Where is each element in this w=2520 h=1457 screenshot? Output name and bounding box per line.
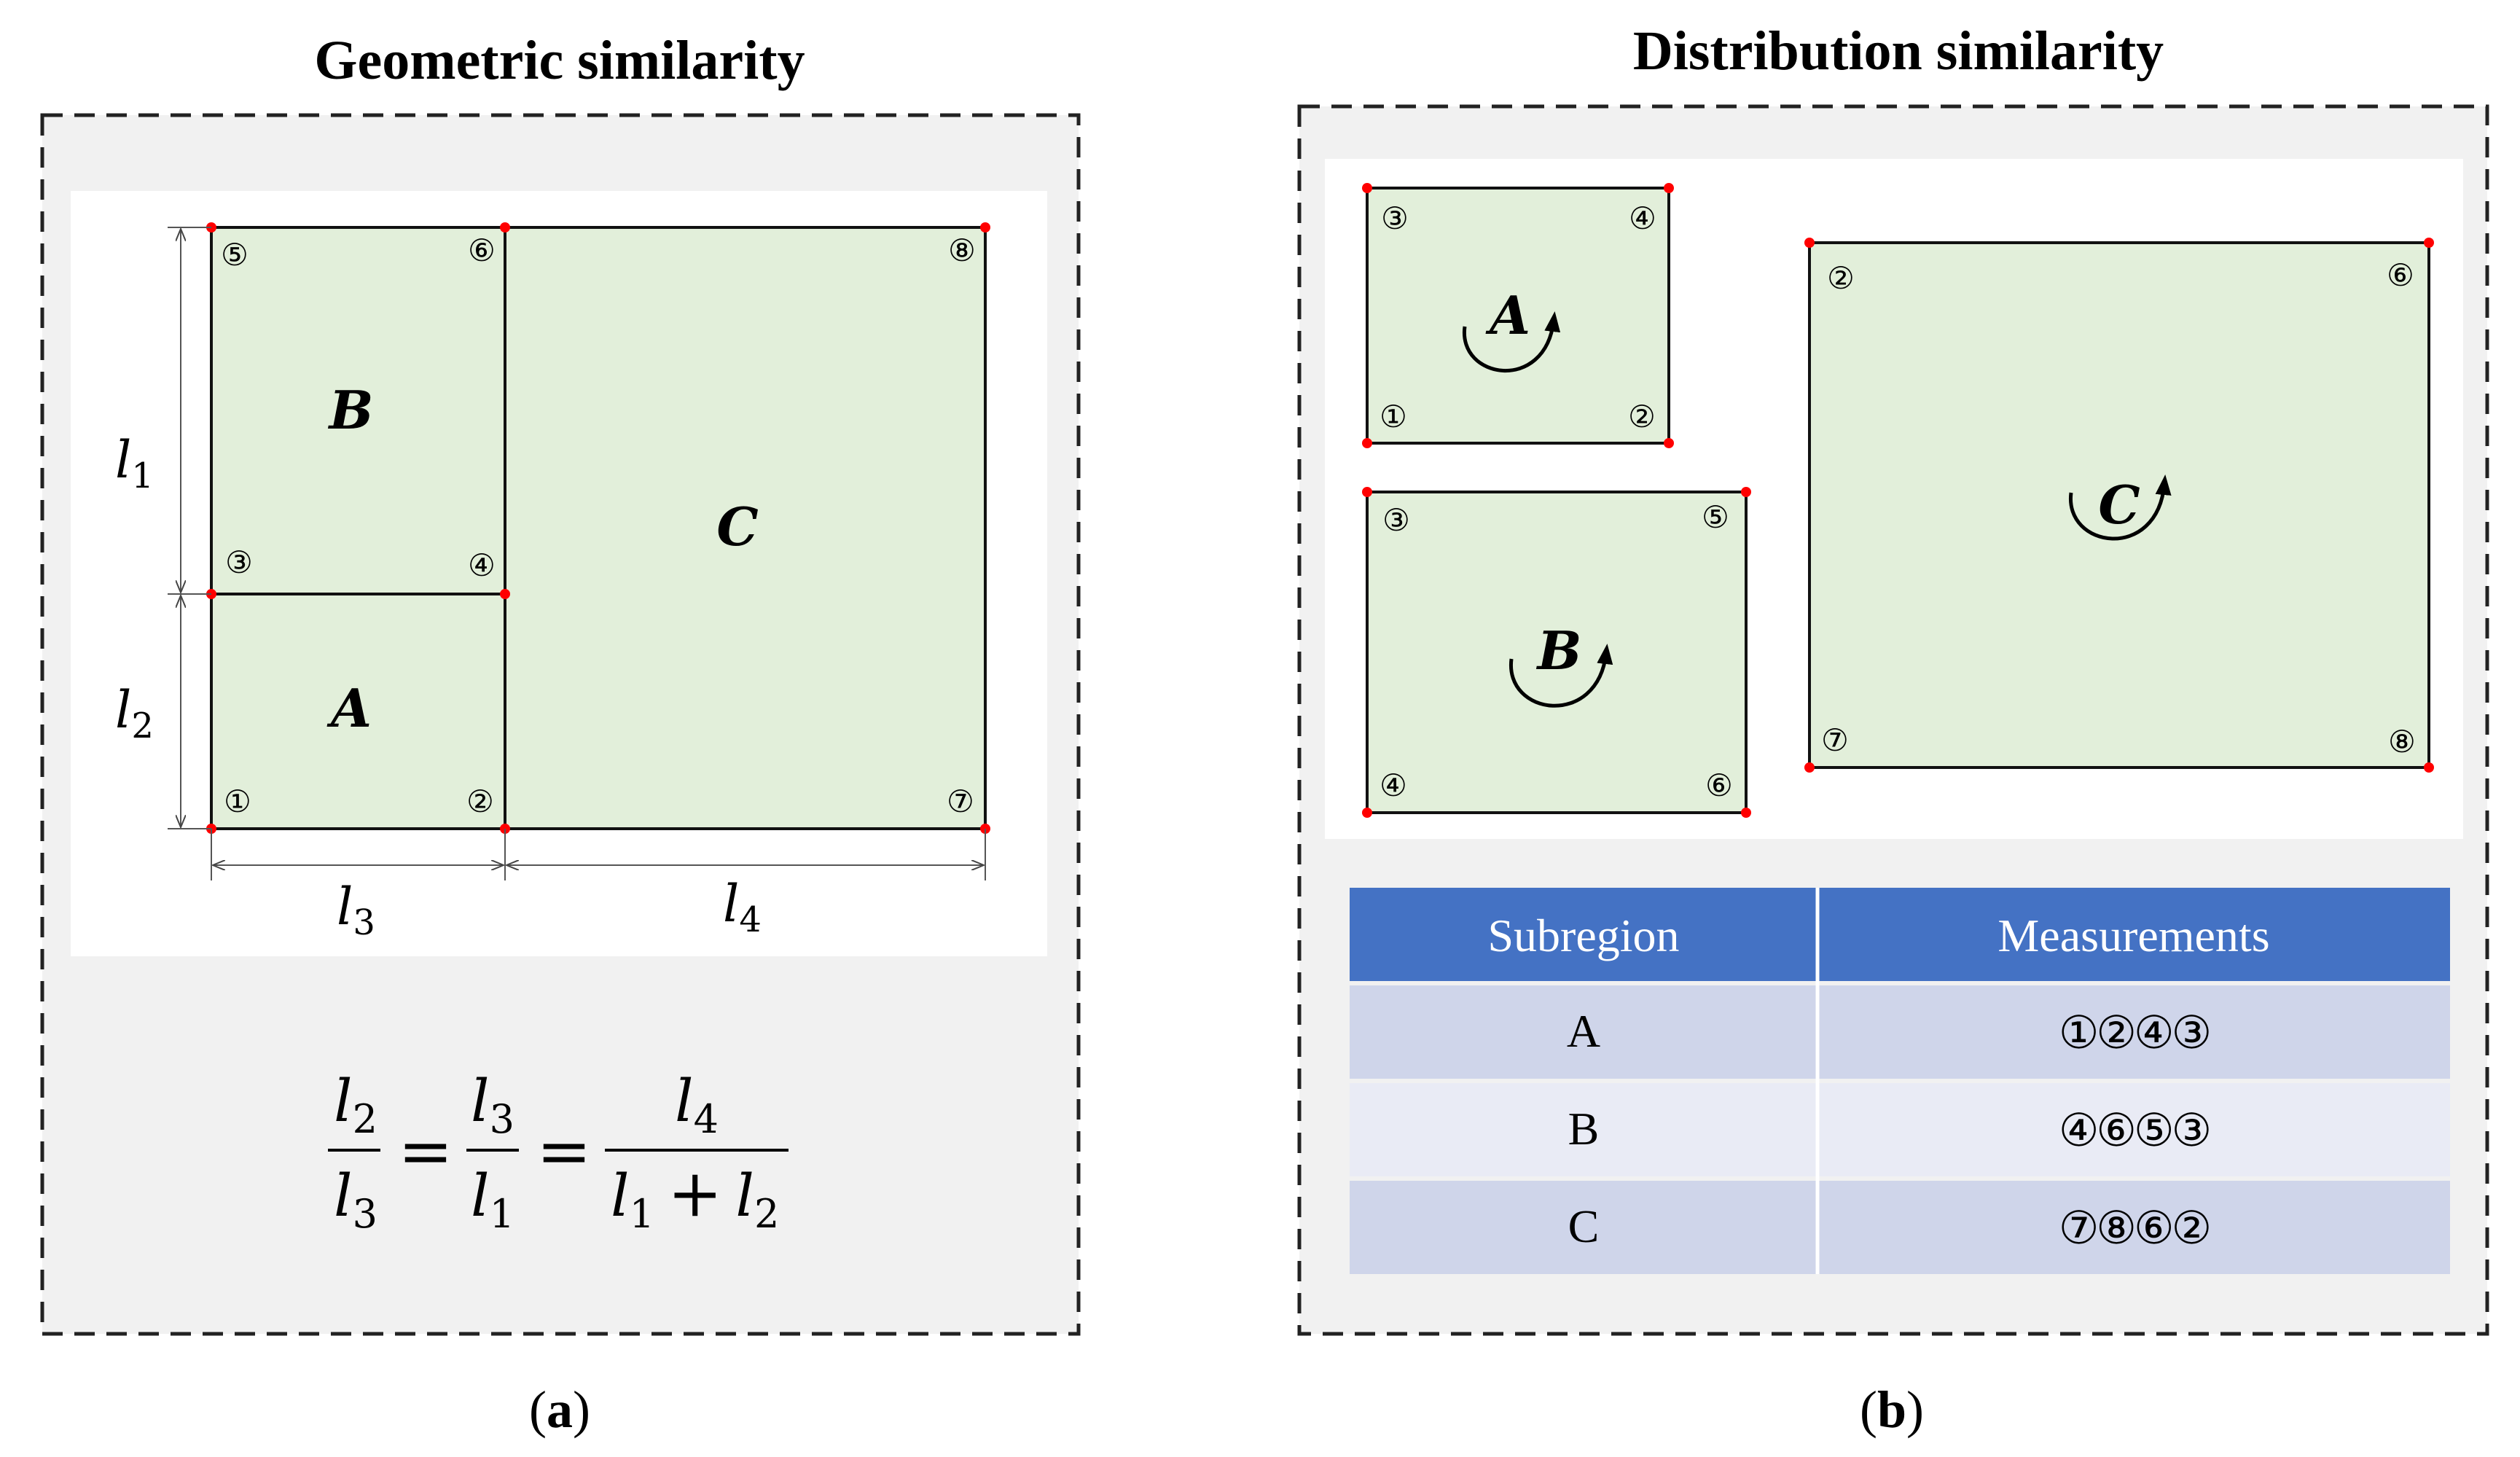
region-b-label: B	[328, 379, 374, 441]
eq-frac2-num: l3	[471, 1067, 514, 1142]
length-l3: l3	[337, 877, 375, 943]
table-cell-measurements: ①②④③	[2059, 1006, 2209, 1059]
corner-mark: ②	[1628, 399, 1656, 434]
region-b-label: B	[1536, 620, 1582, 681]
region-b	[1366, 491, 1748, 814]
rotation-arrow-icon	[1509, 644, 1613, 708]
corner-mark: ⑥	[468, 233, 496, 268]
table-row	[1350, 1181, 2450, 1274]
corner-mark: ①	[224, 784, 251, 819]
region-a	[210, 593, 506, 830]
corner-mark: ④	[1629, 200, 1656, 236]
panel-a-title: Geometric similarity	[314, 30, 805, 91]
corner-mark: ④	[468, 547, 496, 583]
eq-frac3-num: l4	[675, 1067, 719, 1142]
table-header-measurements: Measurements	[1997, 910, 2269, 961]
corner-mark: ⑦	[947, 784, 974, 819]
corner-mark: ⑧	[948, 233, 976, 268]
panel-b-title: Distribution similarity	[1633, 20, 2164, 82]
eq-sign: =	[398, 1113, 453, 1190]
region-c	[504, 226, 987, 830]
corner-mark: ①	[1380, 399, 1407, 434]
length-l2: l2	[115, 680, 154, 746]
corner-mark: ⑦	[1821, 722, 1849, 758]
corner-dots	[1362, 183, 2434, 818]
table-row	[1350, 1083, 2450, 1176]
corner-mark: ②	[1827, 260, 1855, 296]
corner-mark: ⑧	[2388, 724, 2416, 759]
rotation-arrow-icon	[1462, 311, 1561, 372]
table-cell-measurements: ④⑥⑤③	[2059, 1104, 2209, 1157]
length-l1: l1	[115, 430, 154, 496]
dimension-lines	[168, 227, 986, 880]
corner-mark: ⑤	[221, 237, 249, 273]
similarity-equation: l2 l3 = l3 l1 = l4 l1+l2	[328, 1067, 789, 1237]
region-a	[1366, 187, 1670, 445]
table-row	[1350, 985, 2450, 1079]
region-b	[210, 226, 506, 595]
eq-sign: =	[536, 1113, 591, 1190]
panel-a: Geometric similarity B A C ⑤ ⑥ ⑧ ③ ④ ① ②…	[40, 30, 1081, 1439]
corner-mark: ⑥	[1705, 767, 1733, 803]
table-header-subregion: Subregion	[1487, 910, 1679, 961]
corner-mark: ③	[225, 544, 253, 580]
corner-mark: ⑤	[1702, 499, 1729, 535]
eq-frac2-den: l1	[471, 1162, 514, 1237]
corner-mark: ②	[466, 784, 494, 819]
table-header	[1350, 888, 2450, 981]
corner-mark: ④	[1380, 767, 1407, 803]
table-cell-subregion: A	[1567, 1005, 1600, 1057]
region-a-label: A	[326, 677, 372, 739]
table-cell-subregion: B	[1568, 1103, 1600, 1155]
panel-b-caption: (b)	[1860, 1380, 1924, 1439]
length-l4: l4	[723, 874, 762, 940]
panel-a-caption: (a)	[529, 1380, 590, 1439]
panel-b: Distribution similarity ③ ④ ① ② ③ ⑤ ④ ⑥ …	[1297, 20, 2489, 1439]
corner-mark: ③	[1381, 200, 1409, 236]
region-a-label: A	[1485, 284, 1530, 346]
eq-frac1-num: l2	[334, 1067, 377, 1142]
region-c-label: C	[716, 496, 758, 558]
corner-mark: ⑥	[2387, 257, 2414, 293]
eq-frac1-den: l3	[334, 1162, 377, 1237]
eq-frac3-den: l1+l2	[611, 1155, 779, 1237]
rotation-arrow-icon	[2069, 474, 2172, 541]
corner-mark: ③	[1382, 502, 1410, 538]
measurements-table: Subregion Measurements A ①②④③ B ④⑥⑤③ C ⑦…	[1350, 888, 2450, 1274]
table-cell-measurements: ⑦⑧⑥②	[2059, 1201, 2209, 1254]
region-c-label: C	[2098, 474, 2140, 536]
region-c	[1808, 241, 2430, 769]
table-cell-subregion: C	[1568, 1200, 1600, 1252]
